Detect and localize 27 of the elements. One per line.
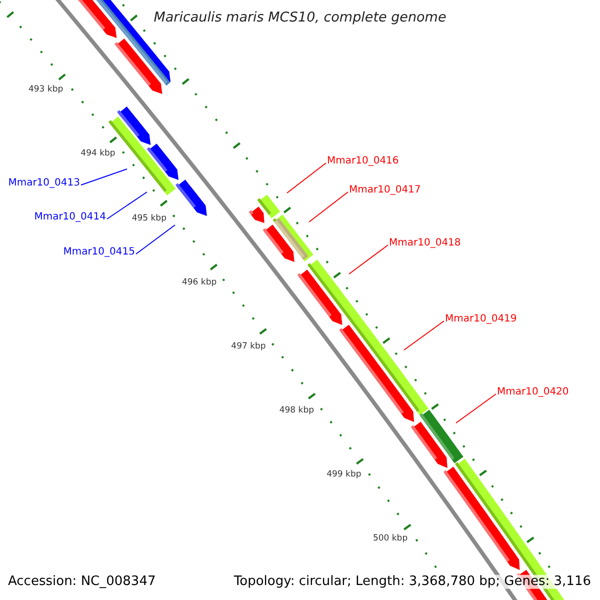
- scale-label: 499 kbp: [326, 470, 362, 480]
- gene-label: Mmar10_0414: [34, 212, 106, 222]
- leader-line: [136, 224, 176, 254]
- scale-label: 497 kbp: [231, 342, 266, 352]
- accession-text: Accession: NC_008347: [8, 574, 156, 590]
- gene-label: Mmar10_0415: [63, 246, 135, 258]
- leader-line: [456, 394, 496, 424]
- title: Maricaulis maris MCS10, complete genome: [154, 10, 446, 26]
- gene-label: Mmar10_0416: [327, 156, 399, 166]
- gene-label: Mmar10_0413: [8, 178, 80, 188]
- gene-label: Mmar10_0418: [389, 238, 461, 248]
- gene-label: Mmar10_0419: [445, 314, 517, 324]
- scale-label: 494 kbp: [80, 150, 116, 160]
- leader-line: [80, 168, 128, 186]
- scale-label: 500 kbp: [372, 534, 408, 544]
- leader-line: [404, 320, 444, 350]
- genome-stats-text: Topology: circular; Length: 3,368,780 bp; Genes: 3,116: [234, 574, 591, 590]
- leader-line: [348, 244, 388, 274]
- scale-label: 498 kbp: [279, 406, 314, 416]
- leader-line: [286, 162, 326, 194]
- leader-line: [106, 192, 148, 220]
- gene-label: Mmar10_0420: [497, 386, 569, 398]
- gene-label: Mmar10_0417: [349, 184, 421, 196]
- scale-label: 493 kbp: [28, 86, 64, 95]
- scale-label: 495 kbp: [132, 214, 166, 224]
- scale-label: 496 kbp: [182, 278, 217, 288]
- leader-line: [308, 192, 348, 222]
